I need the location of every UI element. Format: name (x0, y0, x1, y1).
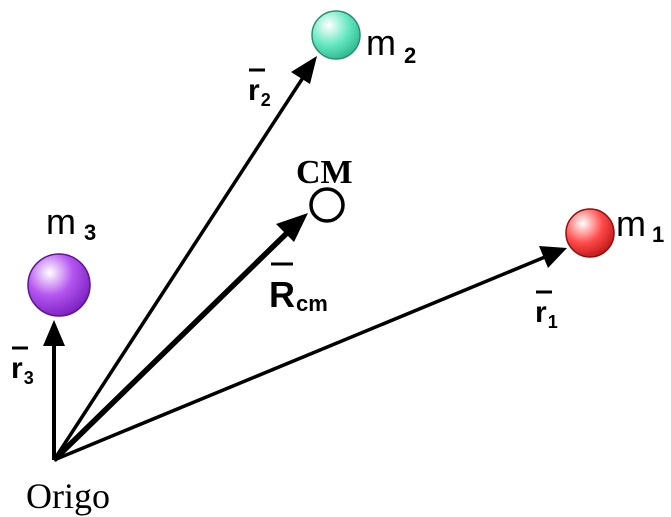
cm-marker (309, 187, 345, 223)
svg-text:r1: r1 (535, 296, 558, 332)
origin-label: Origo (26, 476, 110, 516)
vector-r2 (52, 56, 317, 461)
cm-label: CM (296, 154, 353, 191)
vector-r1 (53, 246, 567, 462)
vector-r3-label: r3 (11, 346, 34, 388)
mass-m1-ball (565, 208, 615, 258)
svg-text:Rcm: Rcm (269, 274, 328, 316)
mass-m3-ball (27, 253, 91, 317)
vector-rcm (52, 213, 308, 462)
vector-r3 (43, 320, 65, 460)
vector-r2-label: r2 (248, 68, 271, 110)
vector-r1-label: r1 (535, 290, 558, 332)
mass-m2-ball (311, 10, 361, 60)
vector-rcm-label: Rcm (269, 262, 328, 316)
svg-text:r2: r2 (248, 74, 271, 110)
svg-text:r3: r3 (11, 352, 34, 388)
